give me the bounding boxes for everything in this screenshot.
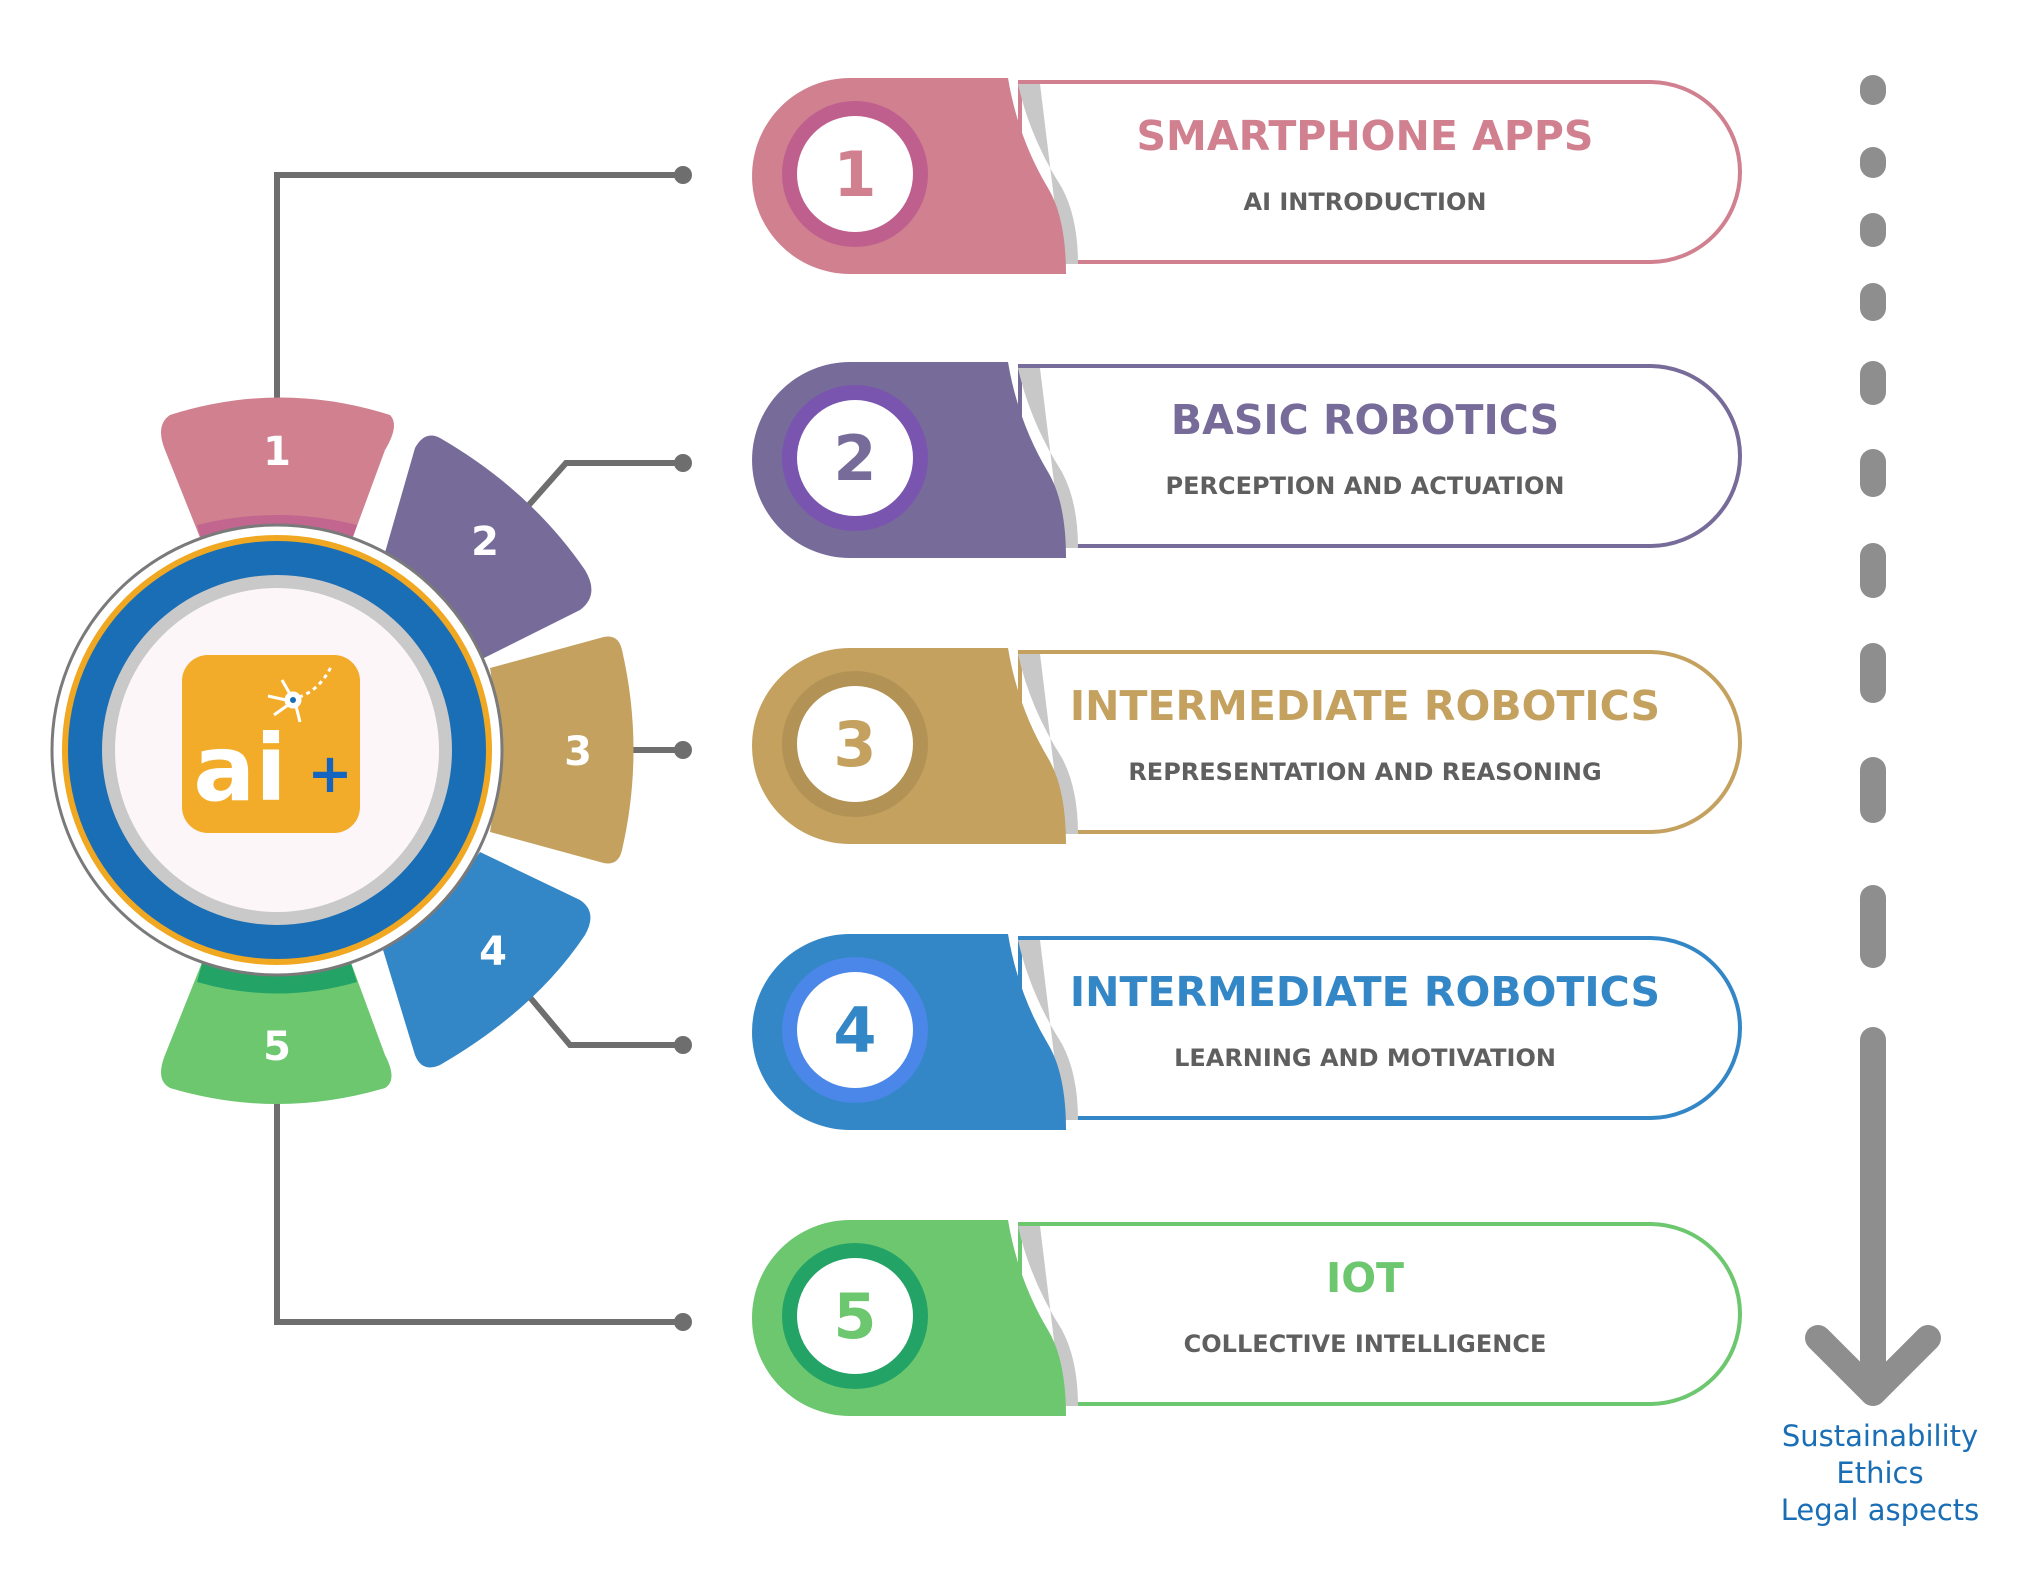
- petal-5[interactable]: 5: [161, 960, 392, 1104]
- logo-tile: [182, 655, 360, 833]
- stage-card-4-number: 4: [833, 994, 876, 1067]
- stage-card-2-number: 2: [833, 422, 876, 495]
- stage-card-2-title: BASIC ROBOTICS: [1171, 396, 1559, 444]
- stage-card-1-outline: [1018, 80, 1742, 264]
- stage-card-3-title: INTERMEDIATE ROBOTICS: [1070, 682, 1660, 730]
- stage-card-1-title: SMARTPHONE APPS: [1137, 112, 1594, 160]
- petal-5-band: [197, 960, 357, 994]
- stage-card-5[interactable]: 5 IOT COLLECTIVE INTELLIGENCE: [752, 1220, 1742, 1416]
- connector-1: [274, 172, 683, 402]
- stage-card-3-outline: [1018, 650, 1742, 834]
- stage-card-4-subtitle: LEARNING AND MOTIVATION: [1174, 1044, 1556, 1072]
- stage-card-2[interactable]: 2 BASIC ROBOTICS PERCEPTION AND ACTUATION: [752, 362, 1742, 558]
- petal-5-number: 5: [263, 1024, 291, 1070]
- footer-line-ethics: Ethics: [1836, 1456, 1924, 1490]
- stage-card-4[interactable]: 4 INTERMEDIATE ROBOTICS LEARNING AND MOTIV…: [752, 934, 1742, 1130]
- petal-1[interactable]: 1: [161, 397, 394, 546]
- stage-card-4-outline: [1018, 936, 1742, 1120]
- stage-card-5-outline: [1018, 1222, 1742, 1406]
- footer-line-legal: Legal aspects: [1780, 1493, 1980, 1527]
- stage-card-5-badge: [797, 1258, 913, 1374]
- stage-cards: 1 SMARTPHONE APPS AI INTRODUCTION 2 BASIC RO…: [752, 78, 1742, 1416]
- stage-card-2-outline: [1018, 364, 1742, 548]
- stage-card-3-wave-shadow: [1018, 654, 1078, 834]
- stage-card-3-subtitle: REPRESENTATION AND REASONING: [1128, 758, 1601, 786]
- stage-card-4-wave-shadow: [1018, 940, 1078, 1120]
- logo-ai-text: ai: [193, 715, 287, 822]
- footer-line-sustainability: Sustainability: [1781, 1419, 1979, 1453]
- connector-5: [274, 1100, 683, 1325]
- logo-plus-text: +: [307, 742, 352, 805]
- stage-card-5-subtitle: COLLECTIVE INTELLIGENCE: [1184, 1330, 1547, 1358]
- connector-2: [525, 460, 683, 508]
- connector-dot-2: [674, 454, 692, 472]
- down-arrow-icon: [1805, 1325, 1941, 1406]
- stage-card-4-badge: [797, 972, 913, 1088]
- footer-notes: Sustainability Ethics Legal aspects: [1740, 1418, 2020, 1529]
- connector-dot-4: [674, 1036, 692, 1054]
- connector-4: [525, 993, 683, 1048]
- central-hub: ai +: [50, 523, 504, 977]
- connector-dot-5: [674, 1313, 692, 1331]
- ai-plus-logo: ai +: [182, 655, 360, 833]
- stage-card-3-number: 3: [833, 708, 876, 781]
- connector-dot-1: [674, 166, 692, 184]
- petal-3[interactable]: 3: [490, 636, 634, 864]
- stage-card-2-subtitle: PERCEPTION AND ACTUATION: [1166, 472, 1565, 500]
- stage-card-5-title: IOT: [1326, 1254, 1404, 1302]
- stage-card-5-wave-shadow: [1018, 1226, 1078, 1406]
- connector-lines: [274, 166, 692, 1331]
- petal-1-number: 1: [263, 429, 291, 475]
- stage-card-2-badge: [797, 400, 913, 516]
- stage-card-4-title: INTERMEDIATE ROBOTICS: [1070, 968, 1660, 1016]
- petal-3-number: 3: [564, 729, 592, 775]
- petal-3-shape: [490, 636, 634, 864]
- stage-card-3-badge: [797, 686, 913, 802]
- neuron-icon: [267, 664, 334, 723]
- stage-card-1-badge: [797, 116, 913, 232]
- petal-4-number: 4: [479, 929, 507, 975]
- petal-1-shape: [161, 397, 394, 545]
- connector-dot-3: [674, 741, 692, 759]
- petal-5-shape: [161, 960, 392, 1104]
- stage-card-1-wave-shadow: [1018, 84, 1078, 264]
- petal-2-number: 2: [471, 519, 499, 565]
- stage-card-3[interactable]: 3 INTERMEDIATE ROBOTICS REPRESENTATION AND…: [752, 648, 1742, 844]
- stage-card-5-number: 5: [833, 1280, 876, 1353]
- stage-card-1-number: 1: [833, 138, 876, 211]
- stage-card-1-subtitle: AI INTRODUCTION: [1244, 188, 1487, 216]
- stage-card-1[interactable]: 1 SMARTPHONE APPS AI INTRODUCTION: [752, 78, 1742, 274]
- stage-card-2-wave-shadow: [1018, 368, 1078, 548]
- timeline-arrow: [1805, 75, 1941, 1406]
- hub-petals: 1 2 3 4 5: [161, 397, 634, 1104]
